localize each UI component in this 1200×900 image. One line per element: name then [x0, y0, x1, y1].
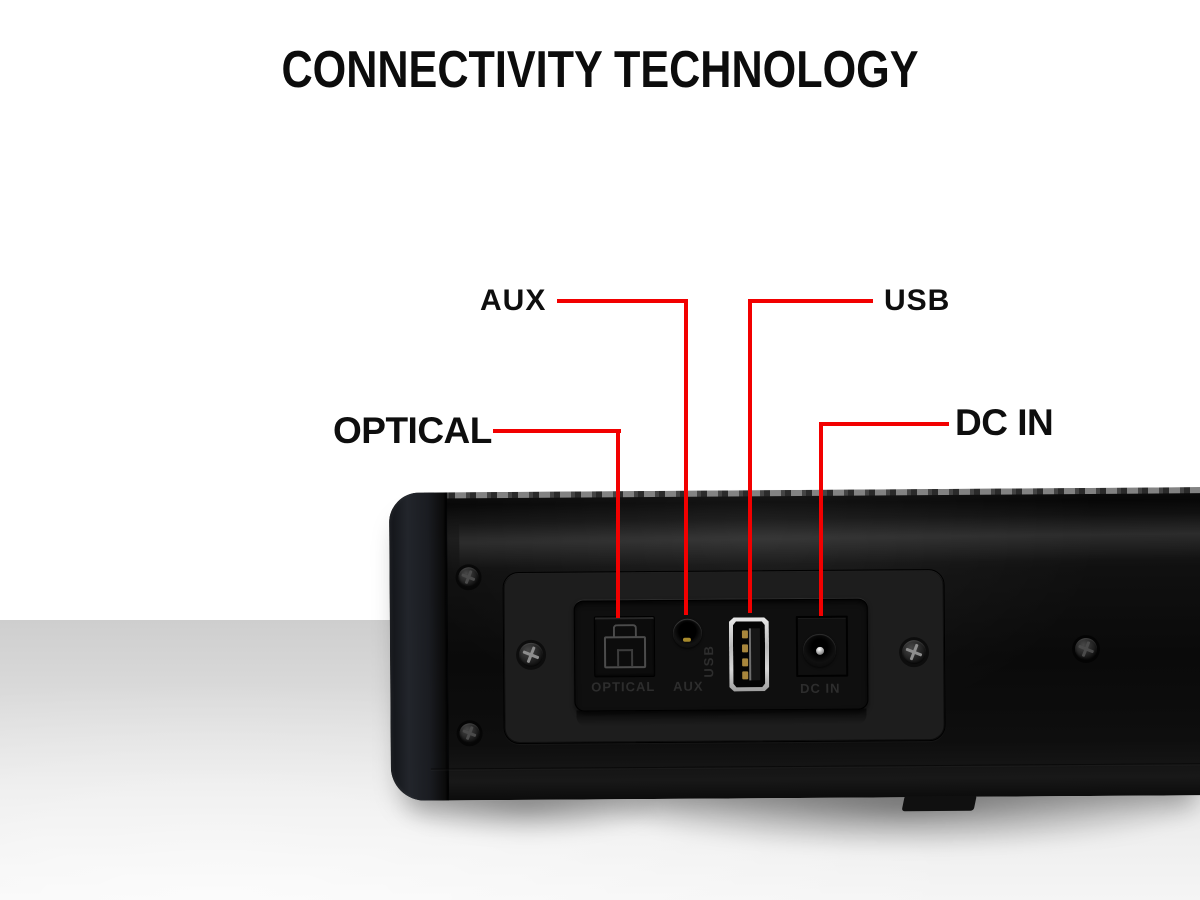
- port-label-optical: OPTICAL: [591, 678, 656, 695]
- soundbar-top-rim: [412, 487, 1200, 499]
- port-label-usb: USB: [700, 643, 717, 678]
- optical-toslink-tab: [616, 649, 633, 667]
- port-label-aux: AUX: [673, 678, 704, 694]
- soundbar-rear: OPTICAL AUX USB DC IN: [388, 487, 1200, 812]
- soundbar-end-cap: [388, 492, 450, 801]
- screw-body-top-left: [458, 567, 479, 588]
- usb-port: [729, 617, 770, 691]
- callout-line-usb-vertical: [748, 299, 752, 613]
- aux-jack-glint: [682, 637, 691, 642]
- callout-label-aux: AUX: [480, 284, 547, 317]
- usb-contact: [742, 671, 748, 679]
- callout-label-dcin: DC IN: [955, 402, 1054, 443]
- callout-label-usb: USB: [884, 284, 951, 317]
- usb-contact: [742, 630, 748, 638]
- callout-line-aux-horizontal: [557, 299, 688, 303]
- callout-line-dcin-vertical: [819, 422, 823, 616]
- connector-panel: OPTICAL AUX USB DC IN: [502, 568, 946, 745]
- callout-line-usb-horizontal: [751, 299, 873, 303]
- aux-jack: [672, 618, 703, 648]
- page-title: CONNECTIVITY TECHNOLOGY: [281, 41, 919, 99]
- callout-line-dcin-horizontal: [823, 422, 949, 426]
- usb-tongue: [749, 628, 760, 680]
- screw-body-bottom-left: [459, 723, 480, 744]
- dcin-barrel-jack: [802, 633, 837, 667]
- screw-body-right: [1074, 637, 1098, 661]
- screw-panel-right: [901, 640, 927, 665]
- callout-label-optical: OPTICAL: [333, 410, 492, 451]
- callout-line-optical-vertical: [616, 429, 620, 618]
- usb-cavity: [733, 621, 765, 687]
- port-label-dcin: DC IN: [800, 680, 841, 696]
- usb-contact: [742, 658, 748, 666]
- screw-panel-left: [518, 642, 544, 667]
- callout-line-optical-horizontal: [493, 429, 621, 433]
- soundbar-foot: [901, 795, 977, 812]
- callout-line-aux-vertical: [684, 299, 688, 615]
- usb-contact: [742, 644, 748, 652]
- gloss-highlight: [459, 512, 1200, 569]
- dcin-center-pin: [815, 646, 824, 655]
- bottom-seam: [430, 763, 1200, 771]
- optical-port: [593, 615, 656, 678]
